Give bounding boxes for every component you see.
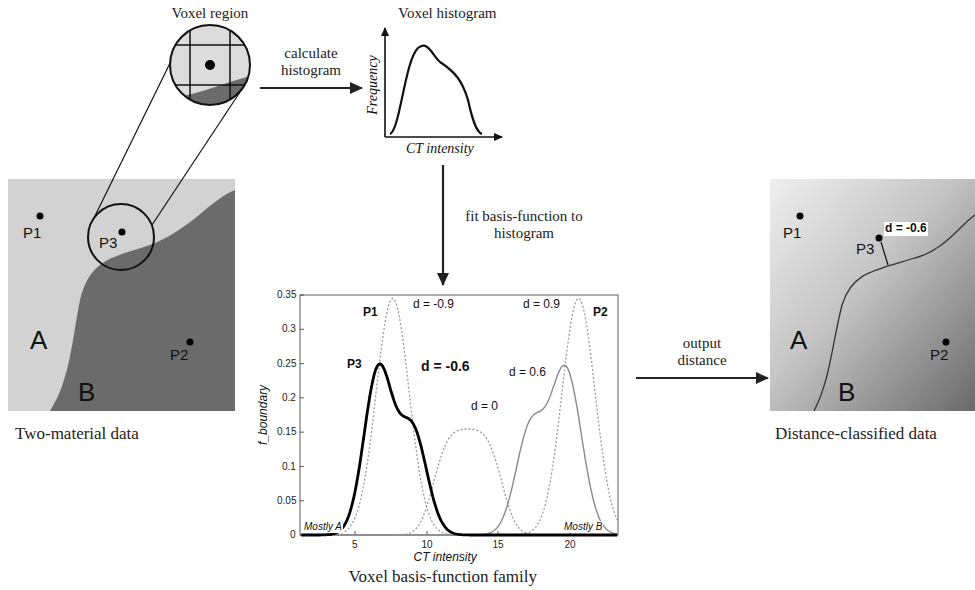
tick <box>300 466 304 467</box>
material-a-region <box>8 179 235 411</box>
voxel-region-zoom <box>170 25 250 105</box>
tick-label: 0.05 <box>277 495 296 507</box>
point-label: P3 <box>856 240 874 257</box>
axis-label: Frequency <box>364 55 380 114</box>
tick-label: 0.35 <box>277 289 296 301</box>
point-dot <box>876 235 883 242</box>
tick <box>300 329 304 330</box>
magnifier-circle <box>88 204 154 270</box>
material-b-region <box>8 179 235 411</box>
diagram-panel: Voxel histogramFrequency CT intensity <box>362 3 525 165</box>
tick-label: 10 <box>422 539 433 551</box>
histogram-curve <box>390 46 482 134</box>
distance-leader <box>881 242 888 265</box>
point-label: P2 <box>170 346 188 363</box>
curve-label: d = 0 <box>470 400 499 414</box>
edge-label: calculate histogram <box>269 45 353 80</box>
tick-label: 20 <box>565 539 576 551</box>
curve-label: P1 <box>362 306 379 320</box>
curve-label: P2 <box>592 306 609 320</box>
zoom-line <box>93 55 174 220</box>
flow-arrow <box>636 377 768 379</box>
x-axis <box>385 136 502 138</box>
tick <box>300 432 304 433</box>
zoom-line <box>152 86 244 225</box>
material-label: A <box>30 326 47 356</box>
voxel-grid <box>229 25 231 105</box>
zoom-circle <box>170 25 250 105</box>
distance-field <box>770 179 975 411</box>
tick-label: 0.25 <box>277 358 296 370</box>
diagram-panel: P1 d = -0.6P3A P2B Distance-classified data <box>768 176 975 451</box>
point-label: P3 <box>99 234 117 251</box>
tick-label: 0.15 <box>277 426 296 438</box>
plot-frame <box>300 295 618 535</box>
tick-marks <box>300 295 570 535</box>
diagram-panel: 0.35 0.3 0.25 0.2 0.15 0.1 0.05 0 P1 d = -0.9 d = … <box>250 285 636 588</box>
curve-label: d = -0.9 <box>412 298 455 312</box>
point-dot <box>797 213 804 220</box>
curve-label: d = 0.6 <box>508 366 547 380</box>
diagram-panel: Voxel region <box>165 3 260 111</box>
basis-curves <box>301 298 617 535</box>
curve-label: P3 <box>346 358 363 372</box>
basis-curve <box>301 298 617 535</box>
material-label: B <box>838 378 855 408</box>
y-axis <box>384 28 386 137</box>
panel-caption: Distance-classified data <box>775 424 937 444</box>
basis-curve <box>301 298 617 535</box>
edge-label: output distance <box>664 335 740 370</box>
zoom-light <box>170 25 250 105</box>
tick <box>300 397 304 398</box>
tick-label: 0.2 <box>282 392 296 404</box>
tick-label: 0 <box>290 529 296 541</box>
tick <box>300 295 304 296</box>
point-dot <box>119 229 126 236</box>
voxel-dot <box>205 60 215 70</box>
voxel-grid <box>170 84 250 86</box>
axis-label: f_boundary <box>257 385 271 445</box>
tick-label: 15 <box>493 539 504 551</box>
material-label: A <box>790 326 807 356</box>
panel-title: Voxel histogram <box>398 5 496 22</box>
panel-caption: Voxel basis-function family <box>349 567 538 587</box>
boundary-line <box>814 215 975 411</box>
basis-curve <box>301 365 617 535</box>
voxel-grid <box>170 44 250 46</box>
range-label: Mostly B <box>563 521 603 533</box>
point-dot <box>187 339 194 346</box>
tick <box>300 363 304 364</box>
range-label: Mostly A <box>303 521 343 533</box>
tick-label: 5 <box>352 539 358 551</box>
curve-label: d = -0.6 <box>884 222 928 236</box>
voxel-grid <box>189 25 191 105</box>
diagram-panel: P1P3A P2B Two-material data <box>5 176 240 451</box>
tick-label: 0.1 <box>282 461 296 473</box>
point-label: P1 <box>783 224 801 241</box>
basis-curve <box>301 364 617 535</box>
curve-label: d = -0.6 <box>420 358 471 374</box>
flow-arrow <box>260 87 362 89</box>
point-label: P2 <box>930 346 948 363</box>
material-label: B <box>78 378 95 408</box>
flow-arrow <box>442 165 444 285</box>
edge-label: fit basis-function to histogram <box>457 208 591 243</box>
point-dot <box>37 213 44 220</box>
point-label: P1 <box>23 224 41 241</box>
axis-label: CT intensity <box>414 551 477 565</box>
panel-caption: Two-material data <box>15 424 139 444</box>
panel-title: Voxel region <box>172 5 249 22</box>
axis-label: CT intensity <box>406 141 474 157</box>
point-dot <box>943 339 950 346</box>
curve-label: d = 0.9 <box>522 298 561 312</box>
zoom-dark <box>170 76 250 105</box>
tick <box>300 500 304 501</box>
tick-label: 0.3 <box>282 323 296 335</box>
